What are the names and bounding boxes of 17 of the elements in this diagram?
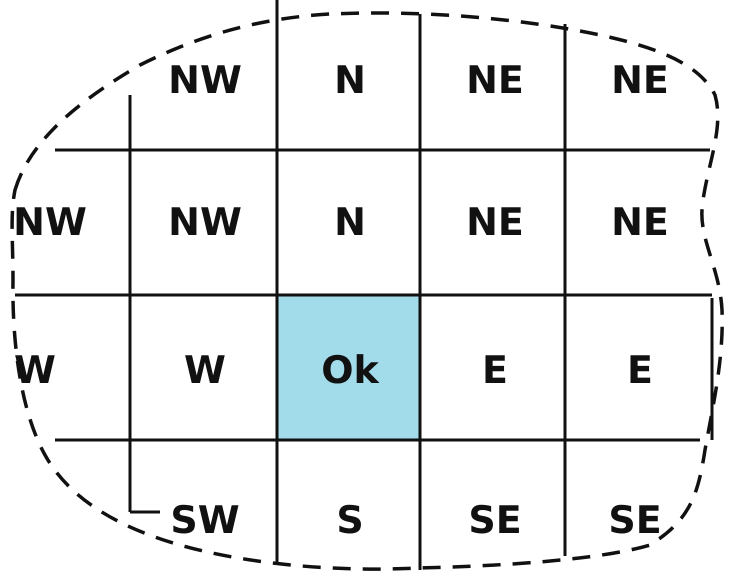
direction-label: NE [611, 203, 669, 241]
direction-label: NE [466, 203, 524, 241]
direction-label: NE [466, 61, 524, 99]
direction-label: NW [168, 203, 242, 241]
direction-label: SE [468, 501, 522, 539]
direction-label: W [184, 351, 226, 389]
direction-label: S [336, 501, 364, 539]
direction-label: N [334, 203, 366, 241]
direction-label: NW [13, 203, 87, 241]
direction-label: Ok [321, 351, 379, 389]
direction-label: E [482, 351, 508, 389]
direction-label: SE [608, 501, 662, 539]
direction-label: E [627, 351, 653, 389]
direction-label: N [334, 61, 366, 99]
direction-label: NE [611, 61, 669, 99]
direction-label: SW [170, 501, 240, 539]
direction-label: NW [168, 61, 242, 99]
